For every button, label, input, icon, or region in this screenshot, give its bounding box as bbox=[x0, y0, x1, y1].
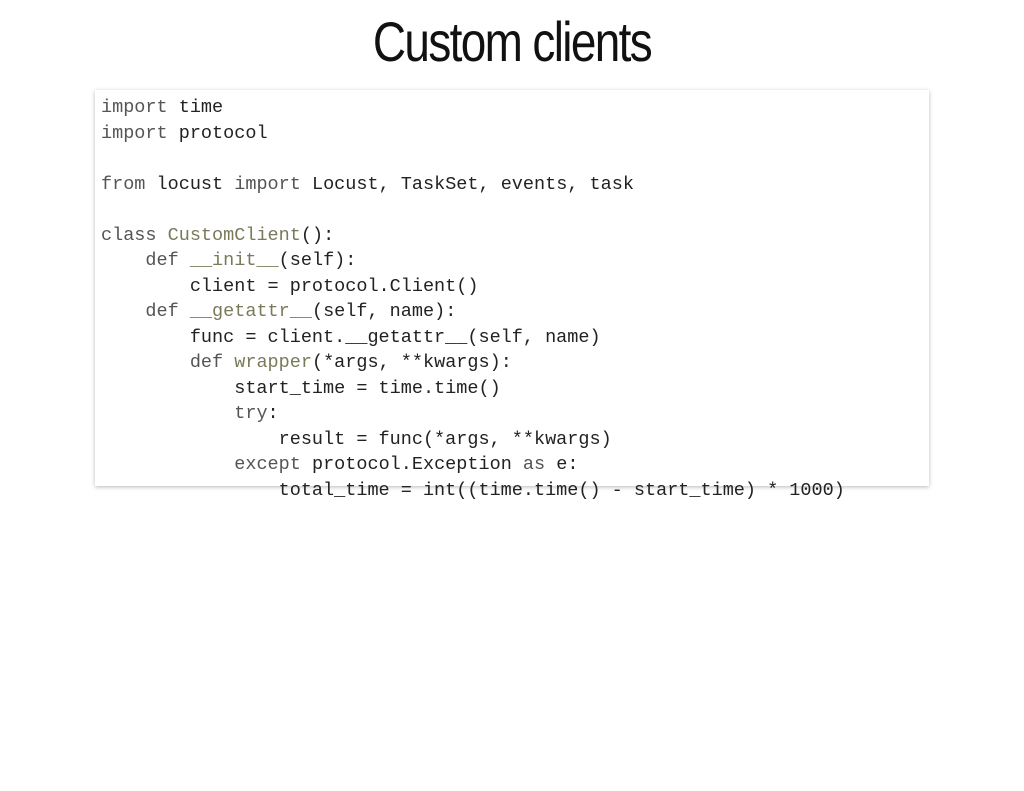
code-text: time bbox=[167, 97, 224, 118]
code-text bbox=[101, 301, 145, 322]
code-keyword: try bbox=[234, 403, 268, 424]
code-identifier: __init__ bbox=[189, 250, 279, 271]
code-identifier: CustomClient bbox=[167, 224, 301, 246]
code-line bbox=[101, 146, 929, 172]
code-keyword: def bbox=[145, 250, 179, 271]
code-keyword: def bbox=[145, 301, 179, 322]
code-identifier: __getattr__ bbox=[189, 301, 312, 322]
code-text bbox=[223, 352, 234, 373]
code-text: client = protocol.Client() bbox=[101, 275, 479, 297]
code-keyword: class bbox=[101, 224, 157, 246]
code-text: func = client.__getattr__(self, name) bbox=[101, 326, 601, 348]
code-line: result = func(*args, **kwargs) bbox=[101, 427, 929, 453]
code-identifier: wrapper bbox=[234, 352, 312, 373]
code-text: locust bbox=[145, 173, 235, 195]
code-text: (self, name): bbox=[311, 301, 457, 322]
code-line: import protocol bbox=[101, 121, 929, 147]
code-text bbox=[179, 250, 190, 271]
code-text: (): bbox=[300, 224, 335, 246]
code-line: import time bbox=[101, 95, 929, 121]
code-keyword: def bbox=[189, 352, 224, 373]
code-text: start_time = time.time() bbox=[101, 377, 501, 399]
code-text bbox=[101, 454, 234, 475]
code-text: result = func(*args, **kwargs) bbox=[101, 428, 612, 450]
code-text bbox=[157, 225, 168, 246]
code-keyword: as bbox=[522, 454, 546, 475]
code-line: client = protocol.Client() bbox=[101, 274, 929, 300]
code-keyword: import bbox=[101, 122, 168, 144]
code-text: protocol bbox=[167, 122, 268, 144]
code-line: except protocol.Exception as e: bbox=[101, 452, 929, 478]
code-text: (*args, **kwargs): bbox=[311, 352, 512, 373]
code-line: func = client.__getattr__(self, name) bbox=[101, 325, 929, 351]
code-line: class CustomClient(): bbox=[101, 223, 929, 249]
code-text bbox=[101, 352, 190, 373]
code-line: start_time = time.time() bbox=[101, 376, 929, 402]
code-text bbox=[101, 250, 145, 271]
code-line: try: bbox=[101, 401, 929, 427]
code-keyword: import bbox=[101, 97, 168, 118]
code-keyword: import bbox=[234, 173, 301, 195]
code-text: (self): bbox=[278, 250, 357, 271]
code-text bbox=[101, 403, 234, 424]
code-text: : bbox=[267, 403, 279, 424]
code-line: from locust import Locust, TaskSet, even… bbox=[101, 172, 929, 198]
code-text: e: bbox=[545, 454, 579, 475]
code-text: total_time = int((time.time() - start_ti… bbox=[101, 479, 845, 501]
code-text: Locust, TaskSet, events, task bbox=[300, 173, 634, 195]
code-line: def __getattr__(self, name): bbox=[101, 299, 929, 325]
code-keyword: except bbox=[234, 454, 301, 475]
code-line: total_time = int((time.time() - start_ti… bbox=[101, 478, 929, 504]
code-line bbox=[101, 197, 929, 223]
code-line: def __init__(self): bbox=[101, 248, 929, 274]
code-text bbox=[179, 301, 190, 322]
slide-title: Custom clients bbox=[372, 10, 653, 73]
code-keyword: from bbox=[101, 173, 146, 195]
code-line: def wrapper(*args, **kwargs): bbox=[101, 350, 929, 376]
code-text: protocol.Exception bbox=[300, 454, 523, 475]
